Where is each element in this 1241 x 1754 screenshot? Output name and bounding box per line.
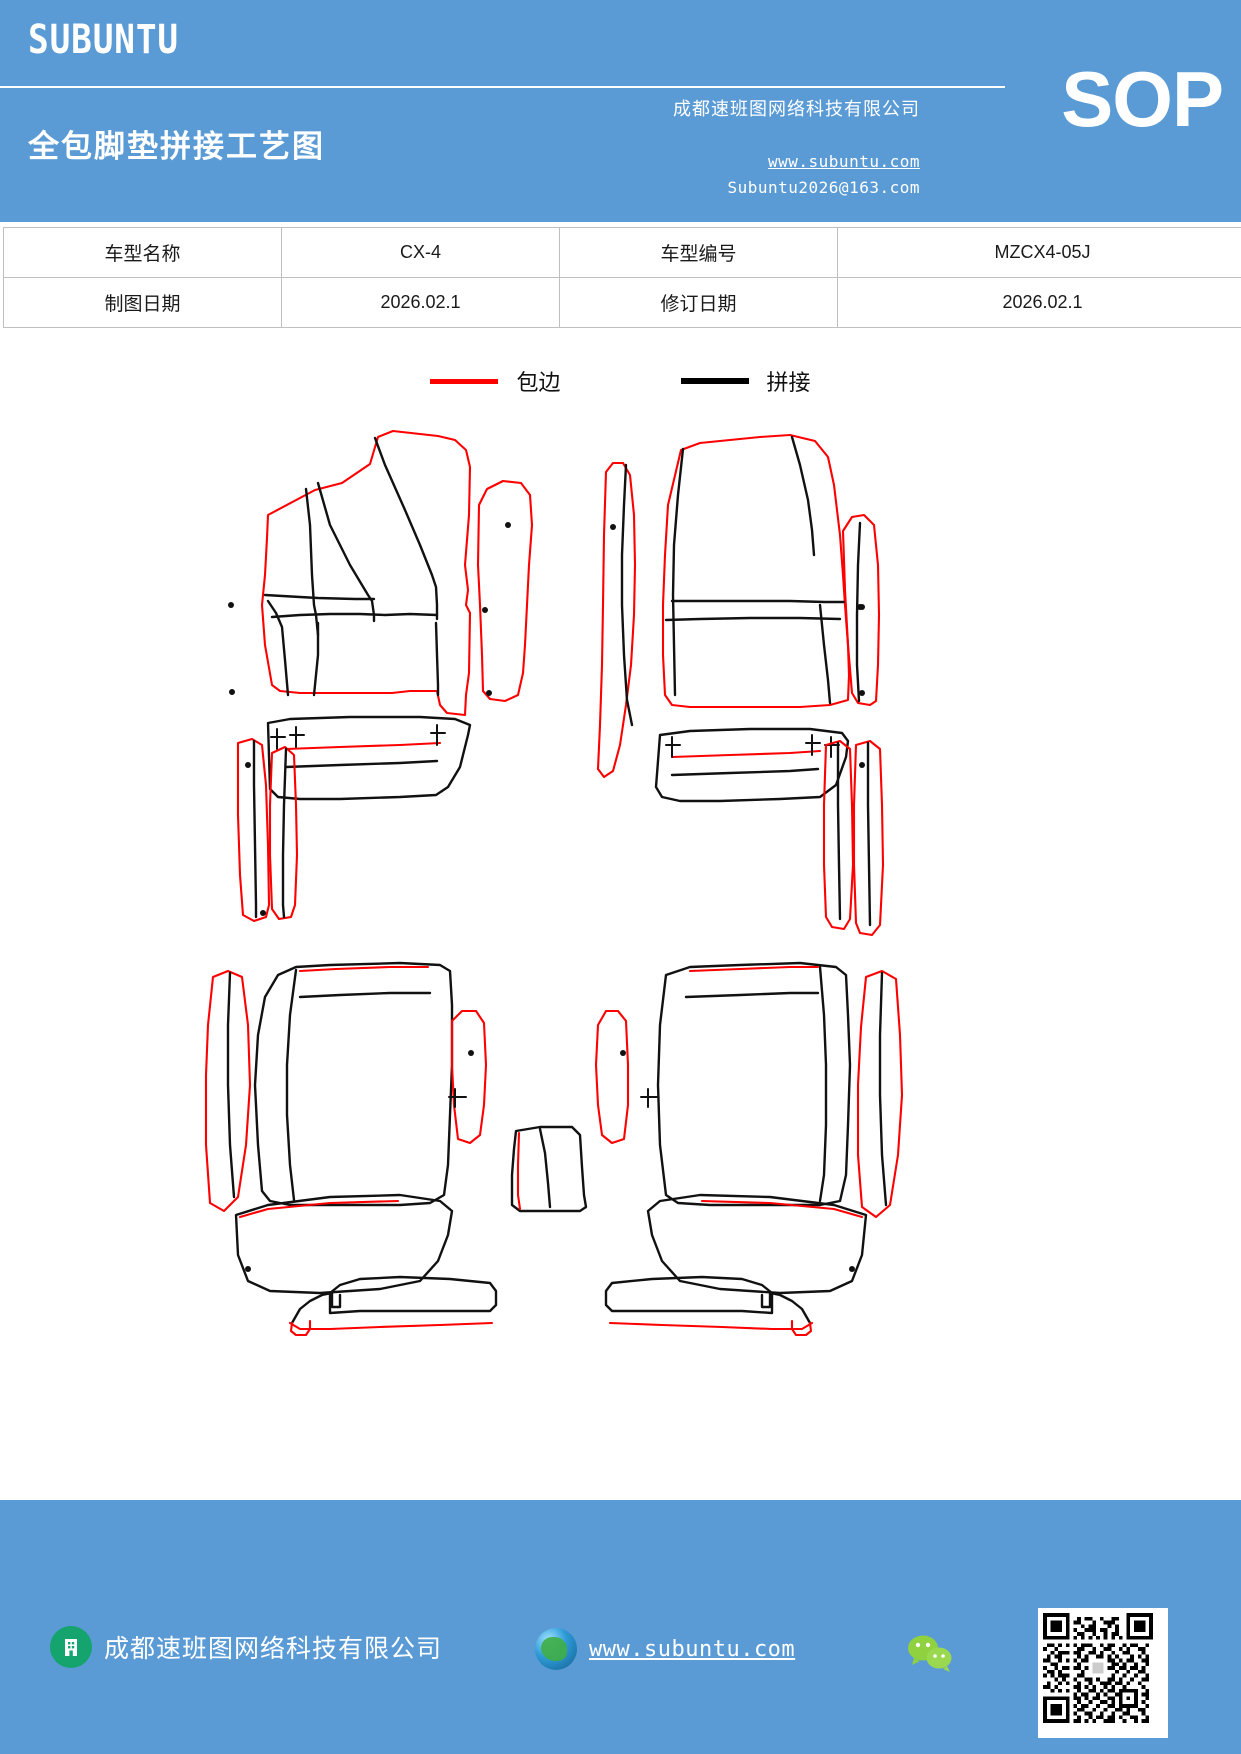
piece-front-left-heel-pad [476,479,534,703]
footer-website[interactable]: www.subuntu.com [535,1628,795,1670]
piece-rear-left-footwell [204,961,488,1213]
legend-item-binding: 包边 [430,365,561,397]
page-footer: 成都速班图网络科技有限公司 www.subuntu.com [0,1500,1241,1754]
legend-swatch-black-icon [680,378,749,384]
eyelet-dot [610,524,616,530]
cell-model-name-value: CX-4 [281,227,560,278]
eyelet-dot [482,607,488,613]
eyelet-dot [245,762,251,768]
piece-bottom-right-rail [604,1275,814,1337]
piece-right-lower-outer-strip [852,739,885,937]
piece-left-sill-strip [266,715,472,801]
piece-front-left-footwell [228,429,472,717]
header-company-name: 成都速班图网络科技有限公司 [673,99,920,120]
pattern-svg [204,429,904,1337]
building-icon [50,1626,92,1668]
table-row: 车型名称 CX-4 车型编号 MZCX4-05J [3,227,1241,278]
document-title: 全包脚垫拼接工艺图 [28,129,325,165]
cell-draw-date-value: 2026.02.1 [281,277,560,328]
eyelet-dot [849,1266,855,1272]
eyelet-dot [620,1050,626,1056]
piece-bottom-left-rail [288,1275,498,1337]
brand-logo: SUBUNTU [28,17,179,63]
legend-item-splice: 拼接 [680,365,811,397]
registration-mark [448,1088,467,1108]
sop-badge: SOP [1061,55,1224,143]
piece-left-lower-inner-strip [268,745,299,921]
piece-right-sill-strip [654,727,850,803]
header-website-link[interactable]: www.subuntu.com [768,152,920,171]
legend-label-binding: 包边 [516,371,561,396]
footer-company: 成都速班图网络科技有限公司 [50,1626,442,1668]
cell-model-code-label: 车型编号 [559,227,838,278]
vehicle-info-table: 车型名称 CX-4 车型编号 MZCX4-05J 制图日期 2026.02.1 … [3,227,1241,328]
header-divider [0,86,1005,88]
eyelet-dot [505,522,511,528]
footer-company-label: 成都速班图网络科技有限公司 [104,1634,443,1663]
piece-rear-right-seatback [646,1193,868,1295]
mat-pattern-drawing [0,405,1241,1430]
cell-revise-date-value: 2026.02.1 [837,277,1241,328]
eyelet-dot [859,690,865,696]
cell-model-name-label: 车型名称 [3,227,282,278]
cell-model-code-value: MZCX4-05J [837,227,1241,278]
globe-icon [535,1628,577,1670]
registration-mark [640,1088,659,1108]
legend: 包边 拼接 [0,360,1241,402]
page-header: SUBUNTU 全包脚垫拼接工艺图 成都速班图网络科技有限公司 www.subu… [0,0,1241,222]
piece-front-right-footwell [661,433,865,709]
eyelet-dot [228,602,234,608]
wechat-icon [905,1632,957,1674]
registration-mark [270,724,446,750]
eyelet-dot [260,910,266,916]
legend-label-splice: 拼接 [766,371,811,396]
eyelet-dot [468,1050,474,1056]
legend-swatch-red-icon [430,378,499,384]
piece-right-lower-strip [822,739,855,931]
eyelet-dot [245,1266,251,1272]
header-email[interactable]: Subuntu2026@163.com [727,178,920,197]
eyelet-dot [229,689,235,695]
piece-rear-left-seatback [234,1193,454,1295]
qr-code[interactable] [1038,1608,1168,1738]
eyelet-dot [486,690,492,696]
eyelet-dot [859,762,865,768]
eyelet-dot [859,604,865,610]
piece-rear-center-tunnel [510,1125,588,1213]
piece-left-lower-strip [236,737,271,923]
table-row: 制图日期 2026.02.1 修订日期 2026.02.1 [3,277,1241,328]
footer-website-label[interactable]: www.subuntu.com [589,1636,796,1662]
piece-front-right-kick-panel [596,461,637,779]
cell-revise-date-label: 修订日期 [559,277,838,328]
cell-draw-date-label: 制图日期 [3,277,282,328]
piece-front-right-sill-trim [841,513,881,707]
piece-rear-right-footwell [594,961,904,1219]
